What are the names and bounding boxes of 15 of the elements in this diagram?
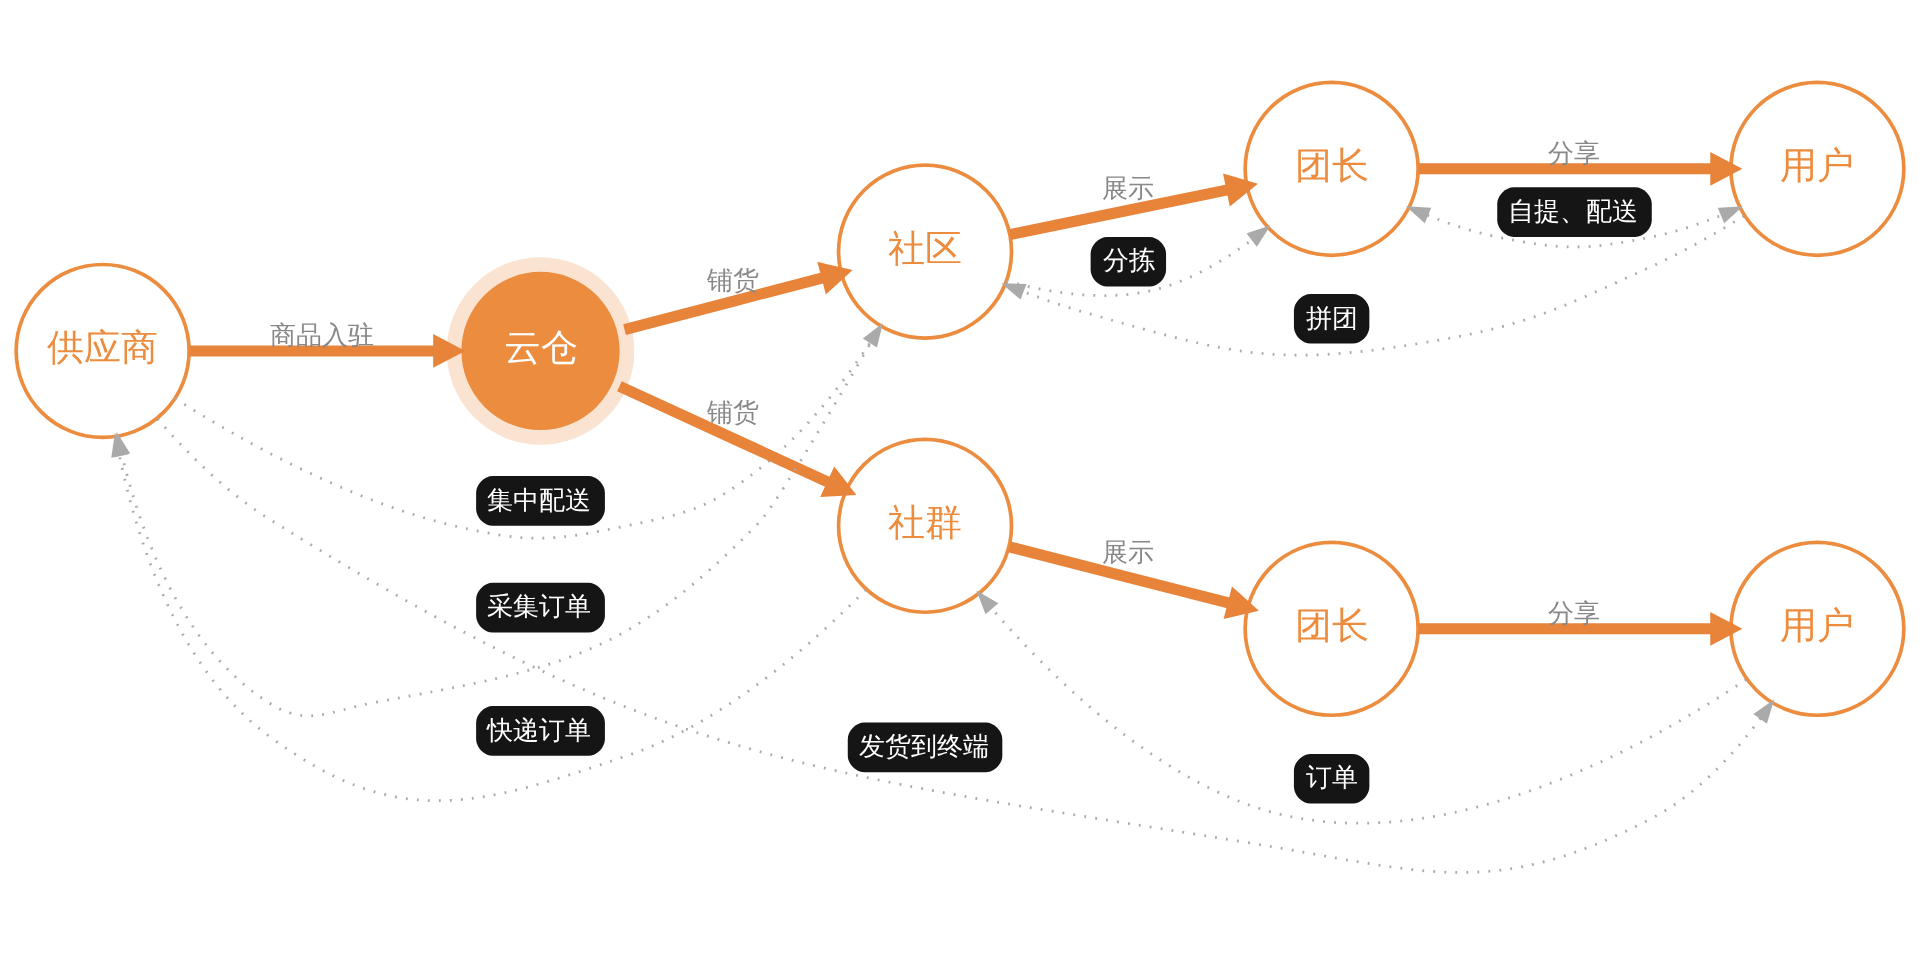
edge-label: 集中配送 — [487, 484, 592, 515]
edge-label: 展示 — [1102, 537, 1155, 568]
edge-label: 拼团 — [1305, 302, 1358, 333]
edge-label: 采集订单 — [487, 591, 592, 622]
edge-label: 快递订单 — [487, 714, 592, 745]
edge-label: 分享 — [1548, 597, 1601, 628]
edge-label: 发货到终端 — [858, 731, 989, 762]
edge-label: 订单 — [1305, 762, 1358, 793]
edge-label: 分拣 — [1102, 245, 1155, 276]
edge-label: 展示 — [1102, 172, 1155, 203]
edge-label: 铺货 — [706, 264, 759, 295]
edge-label: 铺货 — [706, 397, 759, 428]
edge-label: 自提、配送 — [1508, 195, 1639, 226]
edge-label: 分享 — [1548, 137, 1601, 168]
edge-label: 商品入驻 — [269, 319, 374, 350]
